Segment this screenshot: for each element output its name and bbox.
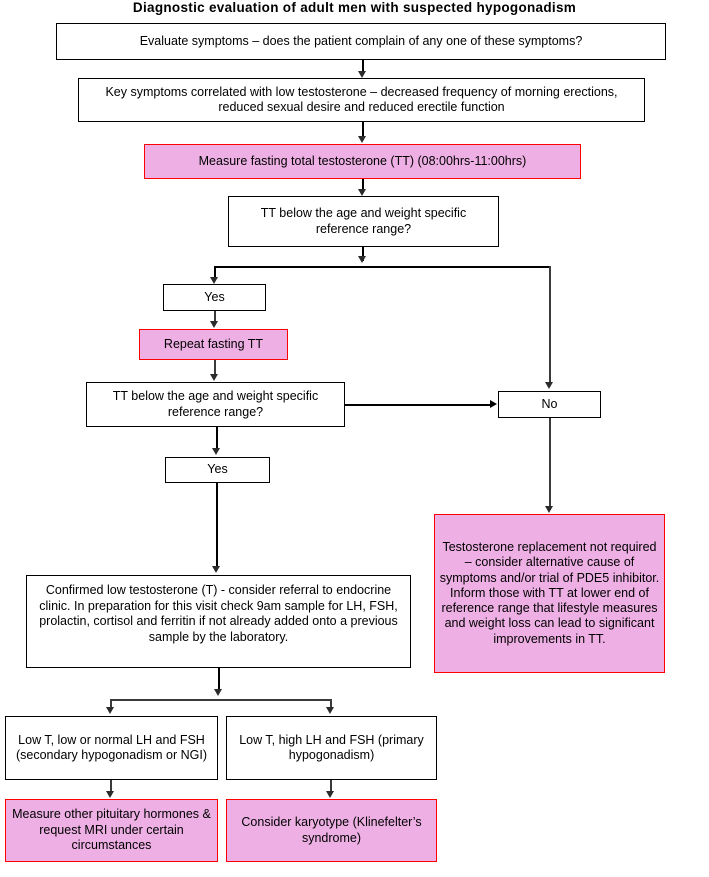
- node-measure-fasting-tt-label: Measure fasting total testosterone (TT) …: [198, 153, 527, 168]
- arrowhead-tt1-no: [545, 382, 553, 389]
- node-evaluate-symptoms-label: Evaluate symptoms – does the patient com…: [139, 33, 583, 48]
- arrowhead-key-to-measure: [358, 136, 366, 143]
- node-consider-karyotype-label: Consider karyotype (Klinefelter’s syndro…: [241, 815, 422, 845]
- connector-tt2-to-yes2: [216, 427, 218, 449]
- connector-tt1-yes-leg: [214, 266, 216, 279]
- node-yes-2-label: Yes: [207, 462, 228, 477]
- arrowhead-primary-to-karyotype: [326, 791, 334, 798]
- node-confirmed-low-t: Confirmed low testosterone (T) - conside…: [26, 575, 411, 668]
- node-primary-hypogonadism-label: Low T, high LH and FSH (primary hypogona…: [239, 732, 424, 763]
- connector-tt1-split-bar: [214, 266, 550, 268]
- node-yes-2: Yes: [165, 457, 270, 483]
- arrowhead-split-left: [106, 707, 114, 714]
- connector-tt2-to-no: [345, 404, 491, 406]
- node-secondary-hypogonadism-label: Low T, low or normal LH and FSH (seconda…: [15, 732, 208, 763]
- node-no-replacement-required: Testosterone replacement not required – …: [434, 514, 665, 673]
- node-repeat-fasting-tt: Repeat fasting TT: [139, 329, 288, 360]
- connector-confirmed-split-bar: [110, 699, 331, 701]
- node-tt-below-range-1: TT below the age and weight specific ref…: [228, 196, 499, 247]
- node-no-replacement-required-label: Testosterone replacement not required – …: [439, 540, 660, 646]
- node-yes-1-label: Yes: [204, 289, 225, 304]
- node-key-symptoms-label: Key symptoms correlated with low testost…: [105, 84, 618, 115]
- connector-split-right-leg: [330, 699, 332, 709]
- node-measure-pituitary-hormones-label: Measure other pituitary hormones & reque…: [12, 807, 211, 853]
- node-tt-below-range-1-label: TT below the age and weight specific ref…: [260, 206, 467, 236]
- connector-secondary-to-pituitary: [110, 780, 112, 793]
- node-secondary-hypogonadism: Low T, low or normal LH and FSH (seconda…: [5, 716, 218, 780]
- arrowhead-repeat-to-tt2: [210, 374, 218, 381]
- arrowhead-yes2-to-confirmed: [212, 566, 220, 573]
- arrowhead-tt2-to-yes2: [212, 448, 220, 455]
- node-evaluate-symptoms: Evaluate symptoms – does the patient com…: [56, 23, 666, 60]
- arrowhead-split-right: [326, 707, 334, 714]
- node-tt-below-range-2: TT below the age and weight specific ref…: [86, 382, 345, 427]
- page-title: Diagnostic evaluation of adult men with …: [132, 0, 577, 15]
- node-measure-pituitary-hormones: Measure other pituitary hormones & reque…: [5, 799, 218, 862]
- connector-tt1-down: [362, 247, 364, 261]
- arrowhead-no-to-result: [545, 506, 553, 513]
- node-confirmed-low-t-label: Confirmed low testosterone (T) - conside…: [39, 583, 398, 644]
- connector-yes1-to-repeat: [214, 311, 216, 324]
- node-primary-hypogonadism: Low T, high LH and FSH (primary hypogona…: [226, 716, 437, 780]
- arrowhead-tt1-yes: [210, 277, 218, 284]
- node-yes-1: Yes: [163, 284, 266, 311]
- arrowhead-evaluate-to-key: [358, 71, 366, 78]
- node-key-symptoms: Key symptoms correlated with low testost…: [78, 78, 645, 122]
- node-tt-below-range-2-label: TT below the age and weight specific ref…: [112, 389, 319, 419]
- connector-confirmed-down: [218, 668, 220, 692]
- connector-measure-to-tt1: [362, 179, 364, 191]
- connector-key-to-measure: [362, 122, 364, 140]
- connector-no-to-result: [549, 418, 551, 510]
- arrowhead-measure-to-tt1: [358, 189, 366, 196]
- node-no-1: No: [498, 391, 601, 418]
- arrowhead-tt1-down: [358, 256, 366, 263]
- connector-tt1-no-leg: [549, 266, 551, 383]
- connector-split-left-leg: [110, 699, 112, 709]
- arrowhead-tt2-to-no: [490, 400, 497, 408]
- node-measure-fasting-tt: Measure fasting total testosterone (TT) …: [144, 144, 581, 179]
- connector-primary-to-karyotype: [330, 780, 332, 793]
- arrowhead-yes1-to-repeat: [210, 321, 218, 328]
- connector-evaluate-to-key: [362, 60, 364, 73]
- connector-repeat-to-tt2: [214, 360, 216, 376]
- node-repeat-fasting-tt-label: Repeat fasting TT: [163, 336, 264, 351]
- node-no-1-label: No: [541, 396, 558, 411]
- arrowhead-confirmed-down: [214, 689, 222, 696]
- connector-yes2-to-confirmed: [216, 483, 218, 568]
- node-consider-karyotype: Consider karyotype (Klinefelter’s syndro…: [226, 799, 437, 862]
- arrowhead-secondary-to-pituitary: [106, 791, 114, 798]
